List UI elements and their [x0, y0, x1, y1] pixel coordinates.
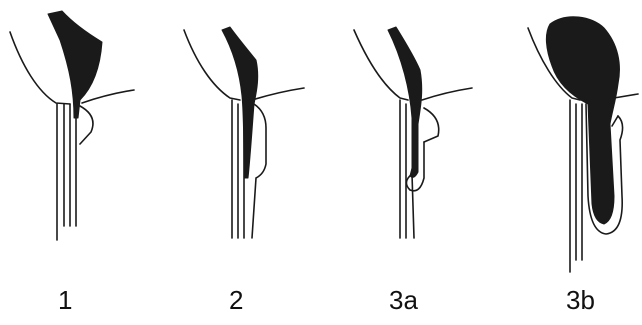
panel-2-side-outline: [252, 104, 266, 238]
panel-3b-dark-mass: [546, 17, 619, 224]
panel-3a-side-bulge: [424, 108, 439, 142]
panel-1-drawing: [10, 11, 134, 240]
panel-3b-drawing: [528, 17, 638, 272]
panel-label-1: 1: [58, 287, 72, 313]
panel-3a-drawing: [354, 27, 472, 238]
panel-label-3b: 3b: [566, 287, 595, 313]
panel-3a-shelf-line: [422, 88, 472, 100]
panel-1-dark-wedge: [48, 11, 102, 118]
panel-2-shelf-line: [252, 88, 304, 100]
panel-3a-dark-wedge: [388, 27, 422, 177]
panel-3b-shelf-line: [614, 94, 638, 98]
panel-1-shelf-line: [82, 90, 134, 103]
panel-label-3a: 3a: [389, 287, 418, 313]
panel-2-drawing: [184, 27, 304, 238]
panel-1-side-bulge: [80, 106, 93, 144]
panel-3b-sac-pointer: [612, 116, 618, 126]
panel-label-2: 2: [229, 287, 243, 313]
panel-2-dark-wedge: [222, 27, 258, 178]
